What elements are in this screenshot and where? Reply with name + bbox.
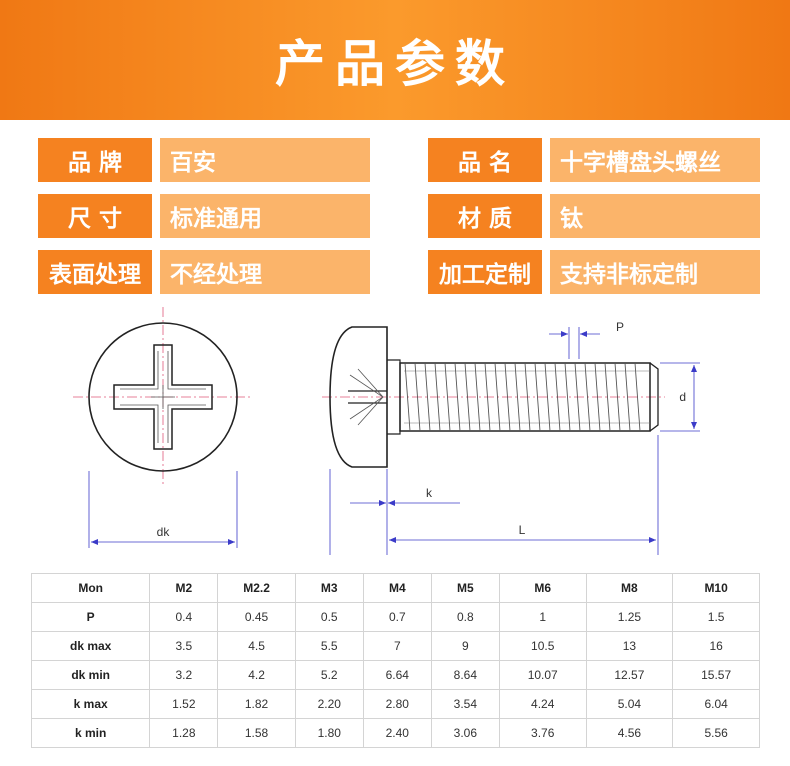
table-row: P 0.4 0.45 0.5 0.7 0.8 1 1.25 1.5 — [30, 602, 760, 632]
d-label: d — [679, 390, 686, 404]
table-cell: 3.2 — [149, 660, 219, 690]
table-cell: 4.24 — [498, 689, 587, 719]
table-cell: 3.54 — [430, 689, 500, 719]
table-cell: 3.76 — [498, 718, 587, 748]
table-cell: 4.5 — [217, 631, 296, 661]
table-cell: 5.5 — [294, 631, 364, 661]
table-header: M6 — [498, 573, 587, 603]
k-label: k — [426, 486, 433, 500]
spec-value: 标准通用 — [160, 194, 370, 238]
table-header: M4 — [362, 573, 432, 603]
table-header: M10 — [672, 573, 760, 603]
table-row-header: k max — [30, 689, 151, 719]
spec-value: 百安 — [160, 138, 370, 182]
spec-label: 加工定制 — [428, 250, 542, 294]
l-label: L — [519, 523, 526, 537]
screw-technical-drawing: dk P d k L — [73, 307, 700, 555]
table-cell: 3.5 — [149, 631, 219, 661]
spec-value: 钛 — [550, 194, 760, 238]
table-cell: 0.5 — [294, 602, 364, 632]
table-header: M8 — [585, 573, 674, 603]
table-cell: 0.8 — [430, 602, 500, 632]
table-cell: 2.20 — [294, 689, 364, 719]
table-row: dk min 3.2 4.2 5.2 6.64 8.64 10.07 12.57… — [30, 660, 760, 690]
table-cell: 16 — [672, 631, 760, 661]
table-cell: 5.56 — [672, 718, 760, 748]
table-row: dk max 3.5 4.5 5.5 7 9 10.5 13 16 — [30, 631, 760, 661]
table-cell: 5.2 — [294, 660, 364, 690]
table-cell: 9 — [430, 631, 500, 661]
table-cell: 1.80 — [294, 718, 364, 748]
table-cell: 1.5 — [672, 602, 760, 632]
table-header: M3 — [294, 573, 364, 603]
table-cell: 0.7 — [362, 602, 432, 632]
header-banner: 产品参数 — [0, 0, 790, 120]
spec-table: Mon M2 M2.2 M3 M4 M5 M6 M8 M10 P 0.4 0.4… — [30, 573, 760, 748]
dk-label: dk — [157, 525, 171, 539]
table-cell: 13 — [585, 631, 674, 661]
table-header: M2.2 — [217, 573, 296, 603]
page-title: 产品参数 — [275, 35, 515, 93]
spec-row: 表面处理 不经处理 加工定制 支持非标定制 — [0, 250, 790, 294]
spec-label: 品 牌 — [38, 138, 152, 182]
table-cell: 1.25 — [585, 602, 674, 632]
table-cell: 1.28 — [149, 718, 219, 748]
spec-row: 品 牌 百安 品 名 十字槽盘头螺丝 — [0, 138, 790, 182]
table-cell: 1.58 — [217, 718, 296, 748]
table-header-row: Mon M2 M2.2 M3 M4 M5 M6 M8 M10 — [30, 573, 760, 603]
spec-value: 不经处理 — [160, 250, 370, 294]
table-cell: 3.06 — [430, 718, 500, 748]
table-cell: 15.57 — [672, 660, 760, 690]
table-cell: 8.64 — [430, 660, 500, 690]
spec-label: 材 质 — [428, 194, 542, 238]
table-cell: 2.80 — [362, 689, 432, 719]
p-label: P — [616, 320, 624, 334]
table-row: k min 1.28 1.58 1.80 2.40 3.06 3.76 4.56… — [30, 718, 760, 748]
spec-label: 表面处理 — [38, 250, 152, 294]
table-cell: 7 — [362, 631, 432, 661]
spec-label: 品 名 — [428, 138, 542, 182]
table-cell: 6.64 — [362, 660, 432, 690]
table-cell: 1.52 — [149, 689, 219, 719]
table-header: M2 — [149, 573, 219, 603]
table-cell: 12.57 — [585, 660, 674, 690]
table-row-header: dk min — [30, 660, 151, 690]
table-cell: 1 — [498, 602, 587, 632]
table-row-header: dk max — [30, 631, 151, 661]
table-cell: 6.04 — [672, 689, 760, 719]
table-row-header: P — [30, 602, 151, 632]
screw-top-view: dk — [73, 307, 253, 548]
table-cell: 2.40 — [362, 718, 432, 748]
table-row-header: k min — [30, 718, 151, 748]
table-cell: 5.04 — [585, 689, 674, 719]
screw-side-view: P d k L — [322, 320, 700, 555]
table-cell: 1.82 — [217, 689, 296, 719]
table-cell: 0.4 — [149, 602, 219, 632]
table-header: Mon — [30, 573, 151, 603]
spec-label: 尺 寸 — [38, 194, 152, 238]
table-cell: 0.45 — [217, 602, 296, 632]
table-header: M5 — [430, 573, 500, 603]
table-cell: 4.2 — [217, 660, 296, 690]
table-cell: 4.56 — [585, 718, 674, 748]
table-cell: 10.07 — [498, 660, 587, 690]
spec-value: 十字槽盘头螺丝 — [550, 138, 760, 182]
spec-value: 支持非标定制 — [550, 250, 760, 294]
table-cell: 10.5 — [498, 631, 587, 661]
table-row: k max 1.52 1.82 2.20 2.80 3.54 4.24 5.04… — [30, 689, 760, 719]
spec-row: 尺 寸 标准通用 材 质 钛 — [0, 194, 790, 238]
